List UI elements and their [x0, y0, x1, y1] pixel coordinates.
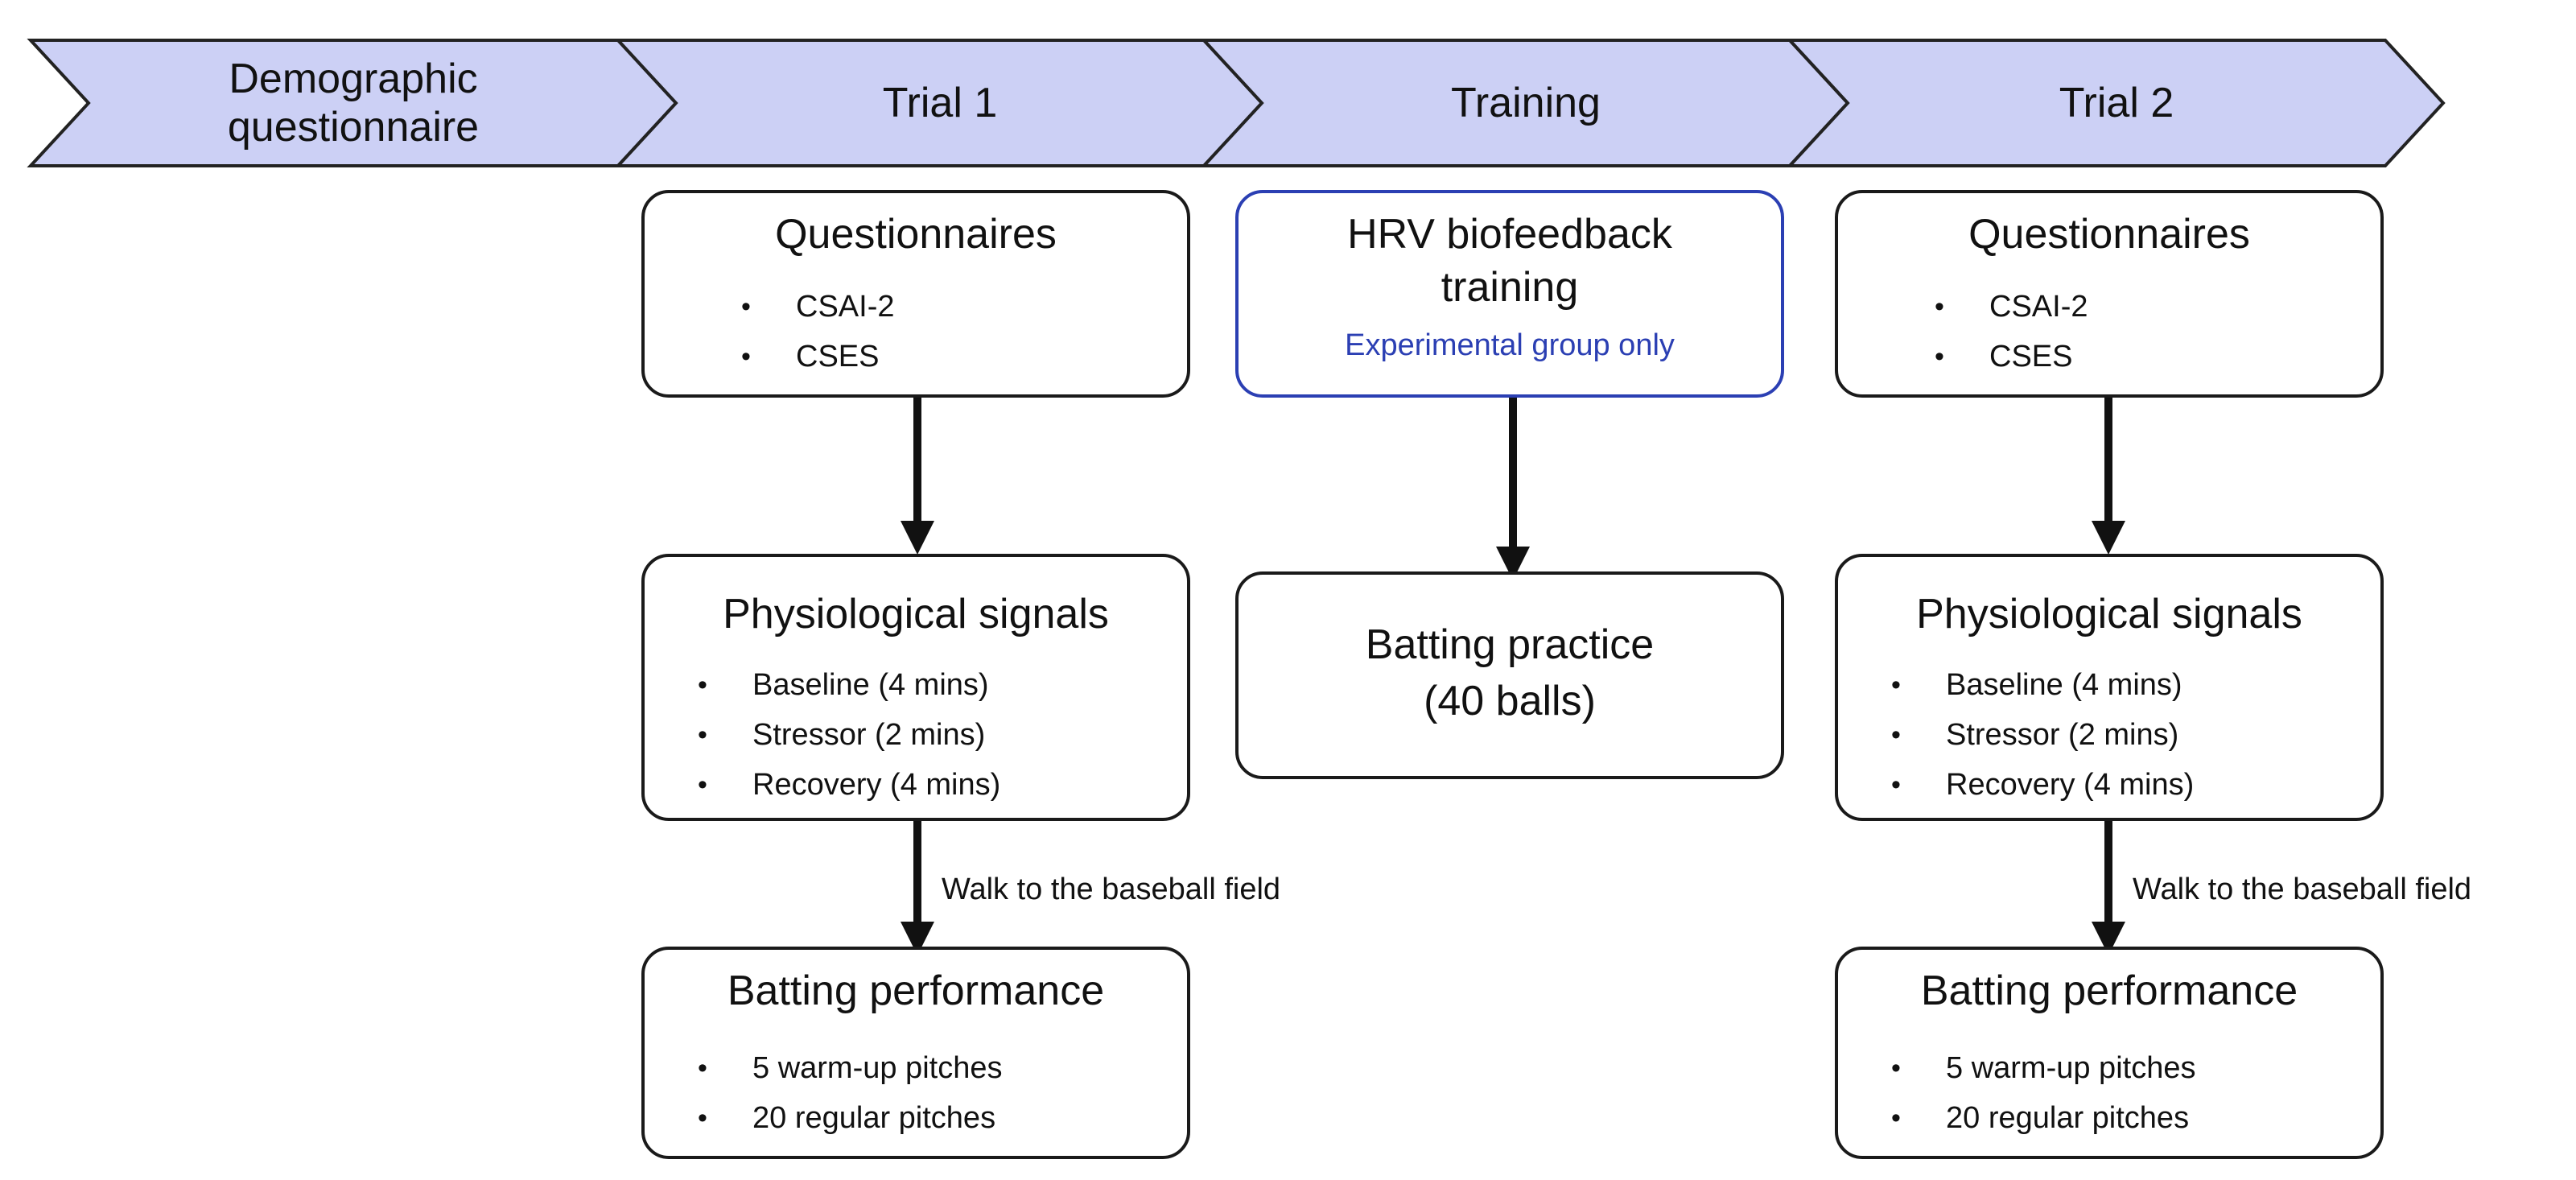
- stage-label-demographic: Demographic questionnaire: [89, 55, 618, 151]
- bullet-list: 5 warm-up pitches 20 regular pitches: [1888, 1043, 2195, 1143]
- bullet-item: Stressor (2 mins): [1888, 710, 2194, 760]
- box-title: Physiological signals: [1916, 591, 2302, 637]
- box-title: Batting performance: [1920, 968, 2298, 1014]
- bullet-list: CSAI-2 CSES: [738, 282, 894, 382]
- bullet-item: CSES: [1931, 332, 2088, 382]
- bullet-item: CSES: [738, 332, 894, 382]
- bullet-list: CSAI-2 CSES: [1931, 282, 2088, 382]
- trial1-questionnaires-box: Questionnaires CSAI-2 CSES: [641, 190, 1190, 398]
- trial2-physiological-box: Physiological signals Baseline (4 mins) …: [1835, 554, 2384, 821]
- stage-label-trial-1: Trial 1: [676, 79, 1204, 127]
- bullet-item: 5 warm-up pitches: [694, 1043, 1002, 1093]
- training-hrv-box: HRV biofeedback training Experimental gr…: [1235, 190, 1784, 398]
- box-title-line: training: [1440, 264, 1579, 311]
- bullet-item: CSAI-2: [1931, 282, 2088, 332]
- box-title: Physiological signals: [723, 591, 1109, 637]
- training-practice-box: Batting practice (40 balls): [1235, 571, 1784, 779]
- bullet-list: 5 warm-up pitches 20 regular pitches: [694, 1043, 1002, 1143]
- experimental-group-note: Experimental group only: [1345, 328, 1675, 362]
- stage-label-line: Demographic: [229, 56, 478, 102]
- bullet-item: Recovery (4 mins): [1888, 760, 2194, 810]
- bullet-item: Recovery (4 mins): [694, 760, 1000, 810]
- trial1-physiological-box: Physiological signals Baseline (4 mins) …: [641, 554, 1190, 821]
- trial2-questionnaires-box: Questionnaires CSAI-2 CSES: [1835, 190, 2384, 398]
- stage-label-line: Trial 2: [2059, 80, 2174, 126]
- box-title: Questionnaires: [775, 211, 1057, 258]
- stage-label-line: Trial 1: [882, 80, 998, 126]
- box-title: Batting performance: [727, 968, 1105, 1014]
- bullet-item: Baseline (4 mins): [1888, 660, 2194, 710]
- trial2-batting-box: Batting performance 5 warm-up pitches 20…: [1835, 947, 2384, 1159]
- trial2-transition-label: Walk to the baseball field: [2133, 873, 2472, 906]
- box-title-line: Batting practice: [1365, 621, 1655, 668]
- flow-arrows: [901, 398, 2125, 955]
- bullet-item: Stressor (2 mins): [694, 710, 1000, 760]
- bullet-item: 20 regular pitches: [694, 1093, 1002, 1143]
- stage-label-trial-2: Trial 2: [1848, 79, 2385, 127]
- trial1-batting-box: Batting performance 5 warm-up pitches 20…: [641, 947, 1190, 1159]
- bullet-item: 5 warm-up pitches: [1888, 1043, 2195, 1093]
- stage-label-line: Training: [1451, 80, 1601, 126]
- bullet-item: Baseline (4 mins): [694, 660, 1000, 710]
- box-title-line: (40 balls): [1424, 678, 1596, 724]
- stage-label-training: Training: [1262, 79, 1790, 127]
- bullet-list: Baseline (4 mins) Stressor (2 mins) Reco…: [694, 660, 1000, 810]
- trial1-transition-label: Walk to the baseball field: [942, 873, 1281, 906]
- stage-chevrons: [27, 39, 2446, 167]
- chevron-trial-2: [1786, 39, 2446, 167]
- bullet-item: CSAI-2: [738, 282, 894, 332]
- box-title: Questionnaires: [1968, 211, 2250, 258]
- box-title-line: HRV biofeedback: [1347, 211, 1672, 258]
- bullet-item: 20 regular pitches: [1888, 1093, 2195, 1143]
- stage-label-line: questionnaire: [227, 104, 480, 151]
- bullet-list: Baseline (4 mins) Stressor (2 mins) Reco…: [1888, 660, 2194, 810]
